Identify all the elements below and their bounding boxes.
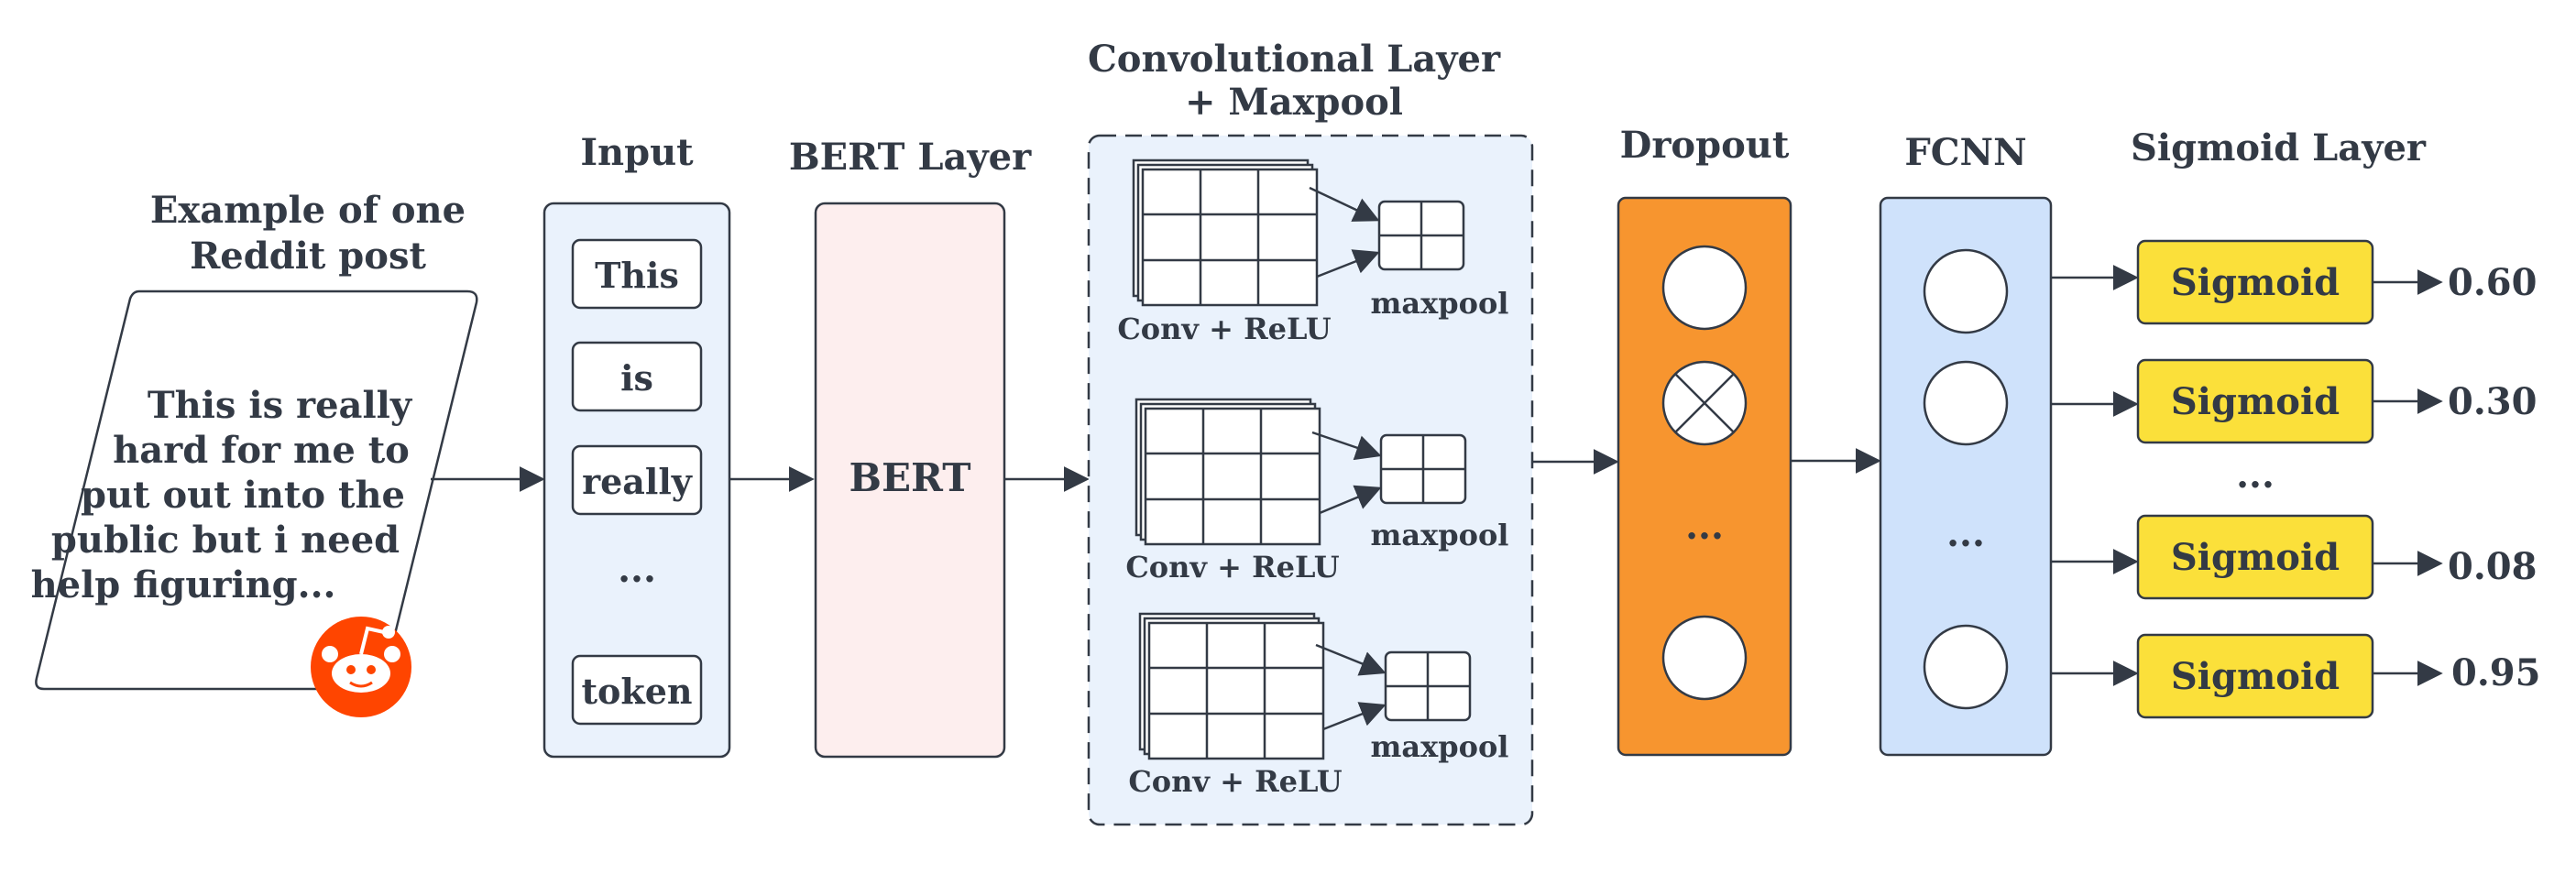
sigmoid-node (2136, 633, 2374, 719)
maxpool-grid-lines (1381, 435, 1465, 503)
input-title: Input (580, 131, 694, 174)
maxpool-label: maxpool (1371, 286, 1509, 321)
post-text-line-5: help figuring... (31, 563, 336, 606)
output-value: 0.60 (2448, 261, 2537, 304)
input-layer: Input This is really ... token (543, 131, 731, 759)
conv-relu-label: Conv + ReLU (1125, 550, 1339, 584)
post-title-line-2: Reddit post (190, 235, 426, 278)
reddit-post: Example of one Reddit post This is reall… (31, 189, 478, 717)
dropout-layer: Dropout ... (1617, 124, 1792, 757)
edge-conv-to-pool (1319, 485, 1382, 515)
fcnn-layer: FCNN ... (1879, 131, 2053, 757)
conv-maxpool-layer: Convolutional Layer + Maxpool Conv + ReL… (1087, 38, 1534, 826)
conv-block: Conv + ReLU maxpool (1117, 158, 1509, 346)
token-box (571, 238, 703, 310)
maxpool-grid-lines (1379, 202, 1463, 269)
fcnn-ellipsis: ... (1946, 512, 1985, 555)
maxpool-label: maxpool (1371, 729, 1509, 764)
post-text-line-4: public but i need (51, 519, 400, 562)
dropout-box (1617, 196, 1792, 757)
conv-title-line-2: + Maxpool (1185, 81, 1403, 124)
output-value: 0.95 (2451, 651, 2540, 694)
maxpool-label: maxpool (1371, 518, 1509, 552)
sigmoid-label: Sigmoid (2171, 261, 2340, 304)
maxpool-grid-lines (1386, 652, 1470, 720)
sigmoid-layer: Sigmoid Layer Sigmoid 0.60 Sigmoid 0.30 … (2051, 126, 2540, 719)
token-box (571, 341, 703, 412)
post-text-line-2: hard for me to (113, 429, 410, 472)
bert-title: BERT Layer (789, 136, 1032, 179)
conv-block: Conv + ReLU maxpool (1128, 612, 1509, 799)
conv-relu-label: Conv + ReLU (1117, 311, 1331, 346)
dropout-ellipsis: ... (1685, 505, 1724, 548)
feature-map (1144, 407, 1321, 546)
sigmoid-label: Sigmoid (2171, 655, 2340, 698)
token-label: token (581, 671, 692, 712)
dropout-title: Dropout (1620, 124, 1790, 167)
token-box (571, 654, 703, 726)
feature-map-grid (1143, 169, 1317, 305)
conv-title-line-1: Convolutional Layer (1088, 38, 1501, 81)
sigmoid-label: Sigmoid (2171, 536, 2340, 579)
feature-map (1147, 621, 1325, 760)
feature-map-grid (1149, 623, 1323, 759)
conv-block: Conv + ReLU maxpool (1125, 398, 1509, 584)
neuron (1661, 245, 1748, 331)
neuron (1661, 615, 1748, 701)
edge-conv-to-pool (1309, 186, 1380, 222)
conv-relu-label: Conv + ReLU (1128, 764, 1342, 799)
token-label: This (595, 255, 679, 296)
edge-conv-to-pool (1315, 643, 1387, 676)
bert-layer: BERT Layer BERT (789, 136, 1032, 759)
edge-conv-to-pool (1311, 431, 1382, 461)
token-label: really (582, 461, 693, 502)
reddit-alien-icon (311, 617, 411, 717)
token-label: is (620, 357, 653, 399)
fcnn-title: FCNN (1904, 131, 2026, 174)
feature-map-grid (1145, 409, 1320, 544)
drop-cross-icon (1674, 373, 1735, 433)
fcnn-box (1879, 196, 2053, 757)
input-ellipsis: ... (618, 548, 656, 591)
post-text-line-3: put out into the (81, 474, 405, 517)
bert-label: BERT (850, 455, 971, 500)
output-value: 0.30 (2448, 380, 2537, 423)
neuron (1923, 248, 2009, 334)
neuron (1923, 624, 2009, 710)
sigmoid-node (2136, 514, 2374, 600)
edge-conv-to-pool (1316, 249, 1380, 279)
sigmoid-ellipsis: ... (2236, 453, 2275, 497)
feature-map (1141, 168, 1319, 307)
output-value: 0.08 (2448, 545, 2537, 588)
edge-conv-to-pool (1322, 702, 1387, 731)
neuron (1923, 360, 2009, 446)
post-title-line-1: Example of one (150, 189, 466, 232)
sigmoid-title: Sigmoid Layer (2131, 126, 2427, 169)
sigmoid-label: Sigmoid (2171, 380, 2340, 423)
token-box (571, 444, 703, 516)
post-text-line-1: This is really (148, 384, 413, 427)
